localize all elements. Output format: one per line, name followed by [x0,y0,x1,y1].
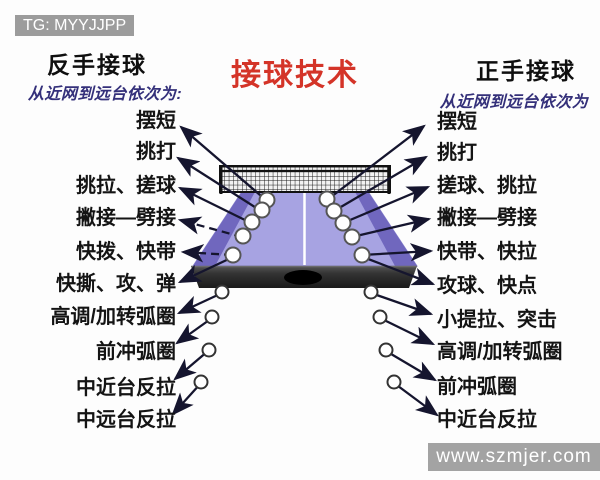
forehand-header: 正手接球 [476,58,576,84]
backhand-item-kuaisi-gong-tan: 快撕、攻、弹 [56,273,176,295]
table-left-shading [193,190,256,266]
backhand-arrows [171,125,268,416]
forehand-item-qianchong: 前冲弧圈 [437,376,517,398]
backhand-header: 反手接球 [47,52,147,78]
forehand-item-cuoqiu-tiaola: 搓球、挑拉 [437,175,537,197]
backhand-item-qianchong: 前冲弧圈 [96,341,176,363]
backhand-item-tiaoda: 挑打 [136,141,176,163]
balls-on-table [224,190,371,264]
backhand-item-baiduan: 摆短 [136,110,176,132]
backhand-item-zhongjintai: 中近台反拉 [76,377,176,399]
backhand-item-gaodiao-jiazhuan: 高调/加转弧圈 [50,306,176,328]
backhand-item-zhongyuantai: 中远台反拉 [76,409,176,431]
page-title: 接球技术 [231,59,359,92]
table-front-edge [191,265,417,288]
forehand-item-kuaidai-kuaila: 快带、快拉 [437,241,537,263]
forehand-arrows [326,124,439,417]
edge-logo-ellipse [284,270,322,285]
backhand-item-piejie-pijie: 撇接—劈接 [76,207,176,229]
forehand-subheader: 从近网到远台依次为 [439,94,589,111]
forehand-item-baiduan: 摆短 [437,111,477,133]
backhand-subheader: 从近网到远台依次为: [27,86,183,103]
forehand-item-gaodiao-jiazhuan: 高调/加转弧圈 [437,341,563,363]
tg-banner: TG: MYYJJPP [15,15,135,36]
backhand-item-tiaola-cuoqiu: 挑拉、搓球 [76,175,176,197]
forehand-item-tiaoda: 挑打 [437,142,477,164]
backhand-item-kuaibo-kuaidai: 快拨、快带 [76,241,176,263]
forehand-item-gongqiu-kuaidian: 攻球、快点 [437,275,537,297]
balls-off-table [193,284,402,390]
watermark-url: www.szmjer.com [428,443,600,471]
forehand-item-xiaotila-tuji: 小提拉、突击 [437,309,557,331]
forehand-item-zhongjintai: 中近台反拉 [437,409,537,431]
forehand-item-piejie-pijie: 撇接—劈接 [437,207,537,229]
